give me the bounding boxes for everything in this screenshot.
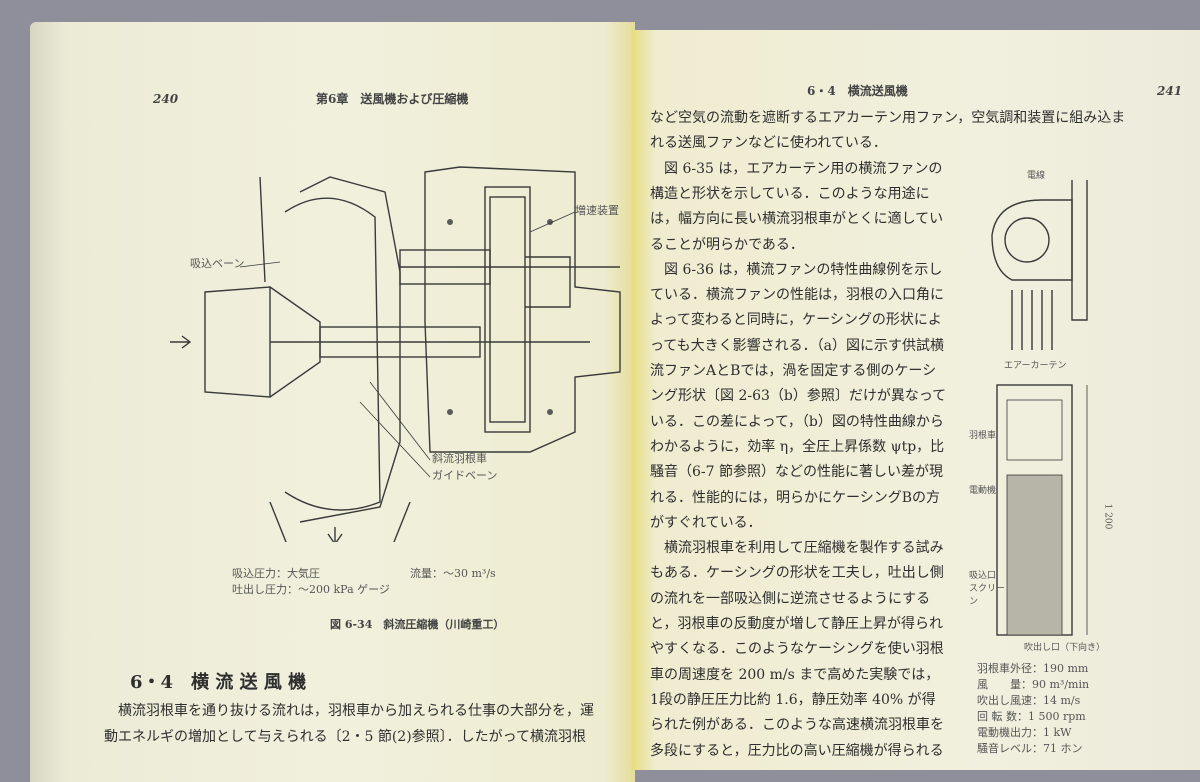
body-line: れる．性能的には，明らかにケーシングBの方 [650, 490, 941, 506]
label-wire: 電線 [1027, 171, 1046, 181]
label-speed-gear: 増速装置 [575, 204, 619, 217]
label-impeller: 羽根車 [969, 431, 997, 441]
spec-item: 羽根車外径：190 mm [977, 662, 1089, 675]
body-line: 流ファンAとBでは，渦を固定する側のケーシ [650, 363, 937, 379]
spec-outlet-pressure: 吐出し圧力：〜200 kPa ゲージ [232, 583, 390, 596]
label-air-curtain: エアーカーテン [1004, 361, 1067, 371]
body-line: ることが明らかである． [650, 237, 804, 253]
body-line: ング形状〔図 2-63（b）参照〕だけが異なって [650, 388, 947, 404]
body-line: 図 6-35 は，エアカーテン用の横流ファンの [664, 161, 943, 177]
body-line: は，幅方向に長い横流羽根車がとくに適してい [650, 211, 944, 227]
page-number: 240 [153, 92, 179, 106]
label-height-dim: 1 200 [1102, 503, 1113, 530]
body-line: 横流羽根車を通り抜ける流れは，羽根車から加えられる仕事の大部分を，運 [118, 703, 594, 719]
body-line: 騒音（6-7 節参照）などの性能に著しい差が現 [650, 464, 943, 480]
spec-item: 風 量：90 m³/min [977, 678, 1090, 691]
body-line: がすぐれている． [650, 515, 762, 531]
body-line: 構造と形状を示している．このような用途に [650, 186, 930, 202]
label-outlet: 吹出し口（下向き） [1024, 643, 1106, 653]
body-line: 1段の静圧圧力比約 1.6，静圧効率 40% が得 [650, 692, 936, 708]
body-line: やすくなる．このようなケーシングを使い羽根 [650, 641, 944, 657]
body-line: れる送風ファンなどに使われている． [650, 135, 887, 151]
body-line: もある．ケーシングの形状を工夫し，吐出し側 [650, 565, 944, 581]
section-heading: 6・4 横 流 送 風 機 [130, 672, 307, 693]
body-line: ている．横流ファンの性能は，羽根の入口角に [650, 287, 944, 303]
spec-inlet-pressure: 吸込圧力：大気圧 [232, 567, 320, 580]
spec-item: 回 転 数：1 500 rpm [977, 710, 1086, 723]
body-line: 動エネルギの増加として与えられる〔2・5 節(2)参照〕．したがって横流羽根 [104, 729, 586, 745]
compressor-drawing [170, 166, 621, 542]
body-line: など空気の流動を遮断するエアカーテン用ファン，空気調和装置に組み込ま [650, 110, 1126, 126]
label-impeller: 斜流羽根車 [432, 452, 487, 465]
body-line: いる．この差によって，（b）図の特性曲線から [650, 414, 944, 430]
spec-flow: 流量：〜30 m³/s [410, 567, 496, 580]
body-line: っても大きく影響される．（a）図に示す供試横 [650, 338, 944, 354]
figure-caption: 図 6-34 斜流圧縮機（川崎重工） [330, 618, 505, 631]
body-line: 車の周速度を 200 m/s まで高めた実験では， [650, 667, 940, 683]
page-number: 241 [1157, 84, 1183, 98]
body-line: の流れを一部吸込側に逆流させるようにする [650, 591, 931, 607]
label-inlet-vane: 吸込ベーン [190, 257, 245, 270]
spec-item: 騒音レベル：71 ホン [977, 742, 1083, 755]
body-line: よって変わると同時に，ケーシングの形状によ [650, 312, 942, 328]
body-line: られた例がある．このような高速横流羽根車を [650, 717, 944, 733]
spec-item: 吹出し風速：14 m/s [977, 694, 1081, 707]
running-header: 6・4 横流送風機 [807, 84, 908, 98]
body-line: と，羽根車の反動度が増して静圧上昇が得られ [650, 616, 944, 632]
left-page: 240 第6章 送風機および圧縮機 増速装置 吸込ベーン 斜流羽根車 ガイドベー… [30, 22, 635, 782]
label-motor: 電動機 [969, 486, 997, 496]
body-line: 横流羽根車を利用して圧縮機を製作する試み [664, 540, 944, 556]
body-line: わかるように，効率 η，全圧上昇係数 ψtp，比 [650, 439, 945, 455]
label-guide-vane: ガイドベーン [432, 469, 498, 482]
body-line: 図 6-36 は，横流ファンの特性曲線例を示し [664, 262, 943, 278]
label-inlet: 吸込口 スクリーン [969, 571, 1006, 607]
running-header: 第6章 送風機および圧縮機 [316, 92, 469, 106]
right-page: 6・4 横流送風機 241 など空気の流動を遮断するエアカーテン用ファン，空気調… [632, 30, 1200, 770]
body-line: 多段にすると，圧力比の高い圧縮機が得られる [650, 743, 944, 759]
spec-item: 電動機出力：1 kW [977, 726, 1072, 739]
air-curtain-drawing [991, 180, 1088, 636]
